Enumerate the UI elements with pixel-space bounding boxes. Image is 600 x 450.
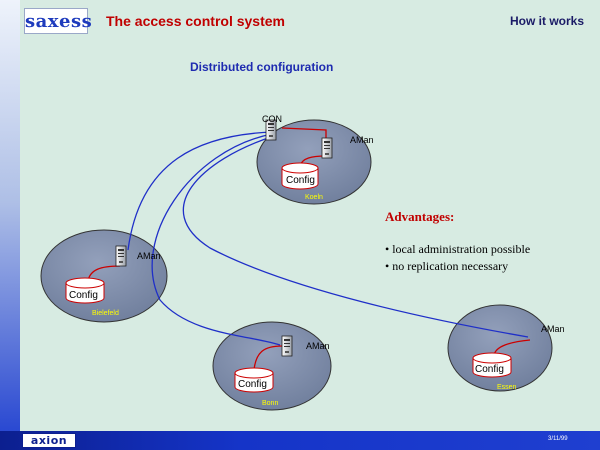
logo-text: saxess (25, 11, 93, 32)
section-title: How it works (509, 14, 584, 28)
bullet: • (385, 242, 393, 256)
essen-city-label: Essen (497, 384, 517, 391)
server-aman-koeln-icon (321, 137, 333, 159)
config-db-koeln-icon (281, 162, 319, 190)
config-db-bielefeld-icon (65, 277, 105, 304)
bullet: • (385, 259, 393, 273)
advantage-item: • no replication necessary (385, 259, 508, 274)
saxess-logo: saxess (24, 8, 93, 34)
site-bonn-disc (212, 321, 332, 411)
config-db-essen-icon (472, 352, 512, 378)
essen-aman-label: AMan (541, 324, 565, 334)
link-con-bielefeld (127, 131, 273, 251)
page-title: The access control system (106, 13, 285, 29)
axion-logo: axion (22, 433, 76, 448)
link-con-essen (182, 135, 529, 338)
advantage-text: local administration possible (392, 242, 531, 256)
footer-date: 3/11/99 (548, 436, 568, 442)
left-gradient-bar (0, 0, 20, 450)
koeln-aman-label: AMan (350, 135, 374, 145)
advantage-item: • local administration possible (385, 242, 530, 257)
bonn-aman-label: AMan (306, 341, 330, 351)
koeln-config-label: Config (286, 175, 315, 186)
koeln-city-label: Koeln (305, 194, 323, 201)
koeln-con-label: CON (262, 114, 282, 124)
footer-bar (0, 431, 600, 450)
bonn-city-label: Bonn (262, 400, 279, 407)
bielefeld-aman-label: AMan (137, 251, 161, 261)
server-aman-bonn-icon (281, 335, 293, 357)
link-bonn-aman-config (253, 345, 283, 371)
slide-subtitle: Distributed configuration (190, 60, 334, 74)
footer-logo-text: axion (30, 434, 68, 447)
advantages-heading: Advantages: (385, 209, 455, 224)
bielefeld-config-label: Config (69, 290, 98, 301)
essen-config-label: Config (475, 364, 504, 375)
bonn-config-label: Config (238, 379, 267, 390)
link-con-bonn (151, 133, 281, 346)
bielefeld-city-label: Bielefeld (92, 310, 119, 317)
config-db-bonn-icon (234, 367, 274, 393)
site-bielefeld-disc (40, 229, 168, 323)
server-con-icon (265, 119, 277, 141)
server-aman-bielefeld-icon (115, 245, 127, 267)
advantage-text: no replication necessary (392, 259, 509, 273)
